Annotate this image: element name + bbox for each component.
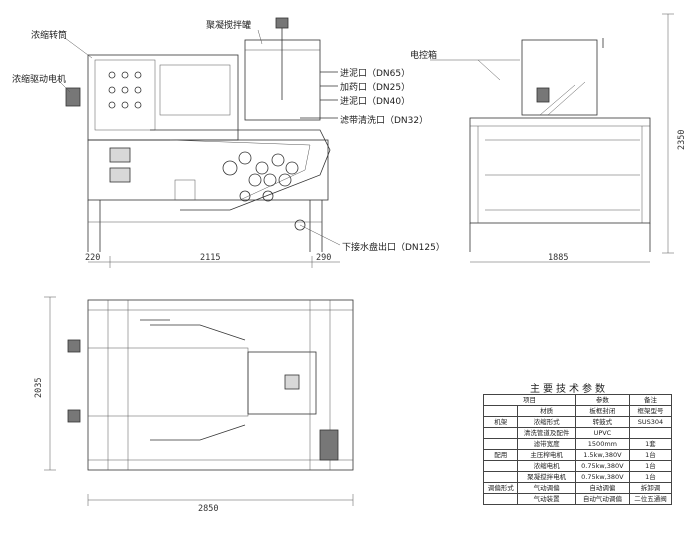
dim-front-left: 220	[85, 253, 101, 263]
spec-cell: 1套	[628, 438, 673, 450]
spec-cell: 0.75kw,380V	[574, 471, 630, 483]
spec-row: 材质板框封闭框架型号	[482, 405, 673, 417]
spec-cell: 自动气动调偏	[574, 493, 630, 505]
label-drain-outlet: 下接水盘出口（DN125）	[342, 243, 445, 253]
label-flocculation-tank: 聚凝搅拌罐	[206, 21, 252, 31]
label-sludge-inlet: 进泥口（DN65）	[340, 69, 411, 79]
spec-cell: 1.5kw,380V	[574, 449, 630, 461]
spec-cell	[482, 427, 519, 439]
spec-cell: 板框封闭	[574, 405, 630, 417]
spec-cell: 1500mm	[574, 438, 630, 450]
dim-side-width: 1885	[548, 253, 569, 263]
spec-header-item: 项目	[483, 394, 576, 406]
spec-cell: 0.75kw,380V	[574, 460, 630, 472]
spec-cell: 机架	[482, 416, 519, 428]
spec-cell: 气动装置	[517, 493, 576, 505]
spec-cell: 1台	[628, 449, 673, 461]
spec-cell: 框架型号	[628, 405, 673, 417]
label-thickening-motor: 浓缩驱动电机	[12, 75, 67, 85]
spec-cell: 清洗管道及配件	[517, 427, 576, 439]
label-dosing-inlet: 加药口（DN25）	[340, 83, 411, 93]
spec-row: 气动装置自动气动调偏二位五通阀	[482, 493, 673, 505]
spec-cell: 聚凝搅拌电机	[517, 471, 576, 483]
spec-cell: 材质	[517, 405, 576, 417]
spec-cell	[482, 405, 519, 417]
spec-table-title: 主要技术参数	[530, 384, 608, 395]
spec-cell: 1台	[628, 471, 673, 483]
dim-front-mid: 2115	[200, 253, 221, 263]
label-sludge-inlet-2: 进泥口（DN40）	[340, 97, 411, 107]
spec-header-row: 项目 参数 备注	[483, 394, 673, 406]
spec-cell: 转鼓式	[574, 416, 630, 428]
spec-cell: 主压榨电机	[517, 449, 576, 461]
dim-top-width: 2850	[198, 504, 219, 514]
spec-cell: SUS304	[628, 416, 673, 428]
spec-cell: 浓缩电机	[517, 460, 576, 472]
label-belt-wash-inlet: 滤带清洗口（DN32）	[340, 116, 429, 126]
spec-cell	[482, 460, 519, 472]
spec-cell: 1台	[628, 460, 673, 472]
top-view	[44, 296, 354, 506]
dim-height: 2350	[677, 129, 687, 150]
spec-cell: 自动调偏	[574, 482, 630, 494]
spec-row: 调偏形式气动调偏自动调偏拆卸调	[482, 482, 673, 494]
spec-cell	[482, 438, 519, 450]
spec-cell: 滤带宽度	[517, 438, 576, 450]
spec-cell: UPVC	[574, 427, 630, 439]
dim-top-depth: 2035	[34, 377, 44, 398]
side-view	[430, 13, 674, 263]
spec-cell: 二位五通阀	[628, 493, 673, 505]
spec-header-param: 参数	[574, 394, 630, 406]
spec-cell: 拆卸调	[628, 482, 673, 494]
spec-cell	[628, 427, 673, 439]
label-thickening-drum: 浓缩转筒	[31, 31, 68, 41]
spec-cell: 气动调偏	[517, 482, 576, 494]
spec-cell	[482, 493, 519, 505]
dim-front-right: 290	[316, 253, 332, 263]
spec-cell: 调偏形式	[482, 482, 519, 494]
spec-cell: 配用	[482, 449, 519, 461]
spec-cell: 浓缩形式	[517, 416, 576, 428]
label-control-box: 电控箱	[410, 51, 438, 61]
front-view	[57, 17, 341, 268]
spec-header-note: 备注	[628, 394, 673, 406]
spec-cell	[482, 471, 519, 483]
